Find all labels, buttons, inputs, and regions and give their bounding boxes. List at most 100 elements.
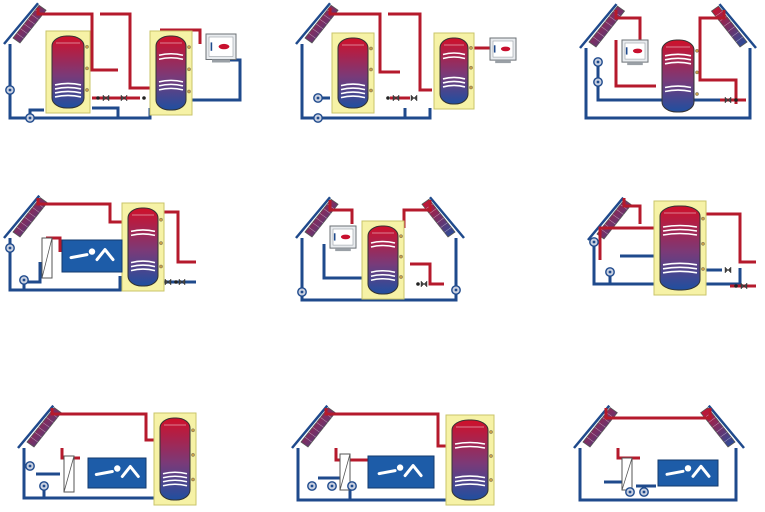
roof-line: [573, 404, 611, 449]
collector-hatch: [605, 21, 613, 27]
sensor-dot: [469, 85, 473, 90]
boiler: [329, 225, 357, 252]
storage-tank-with-frame: [45, 30, 91, 114]
pump-icon: [605, 267, 615, 277]
heat-coil: [662, 228, 698, 232]
hot-pipe: [410, 262, 444, 286]
sensor-dot: [191, 453, 195, 457]
junction-dot: [386, 96, 390, 100]
diagram-pool-and-tank-2: [17, 404, 197, 506]
swimming-pool: [61, 239, 123, 273]
storage-tank-with-frame: [653, 200, 707, 296]
collector-hatch: [24, 23, 32, 30]
collector-hatch: [600, 228, 609, 235]
tank-body: [159, 417, 191, 501]
collector-hatch: [42, 422, 50, 428]
heat-coil: [130, 264, 156, 268]
roof-line: [3, 194, 41, 239]
heat-coil: [340, 91, 366, 95]
valve-icon: [410, 94, 418, 102]
diagram-two-tanks-boiler: [3, 2, 242, 123]
diagram-pool-wide-tank: [291, 404, 495, 506]
swimmer-body: [69, 253, 89, 260]
pump-icon: [39, 481, 49, 491]
heat-exchanger: [339, 453, 351, 491]
pump-icon: [327, 481, 337, 491]
heat-coil: [158, 56, 184, 61]
heat-coil: [662, 232, 698, 236]
solar-collector-left: [291, 404, 336, 449]
heat-coil: [442, 84, 466, 88]
roof-line: [579, 3, 618, 49]
solar-collector-left: [3, 2, 47, 45]
collector-hatch: [308, 431, 316, 438]
pump-icon: [297, 287, 307, 297]
diagram-tank-two-pumps: [587, 196, 756, 296]
valve-body: [102, 94, 110, 102]
heat-coil: [662, 266, 698, 270]
collector-hatch: [436, 217, 444, 224]
hot-pipe: [324, 408, 448, 448]
hot-pipe: [100, 12, 150, 90]
swimmer-body: [665, 469, 685, 476]
pool-basin: [61, 239, 123, 273]
pump-icon: [593, 57, 603, 67]
roof-line: [295, 2, 331, 45]
sensor-dot: [369, 46, 373, 51]
pump-core: [300, 290, 304, 294]
heat-coil: [130, 233, 156, 237]
heat-coil: [370, 240, 396, 244]
pump-core: [330, 484, 334, 488]
heat-coil: [442, 52, 466, 56]
exchanger-diagonal: [63, 455, 75, 493]
pump-core: [42, 484, 46, 488]
hot-pipe: [160, 210, 196, 264]
heat-coil: [54, 82, 82, 86]
collector-panel: [12, 4, 47, 44]
junction-dot: [96, 96, 100, 100]
swimmer-arm: [120, 465, 140, 478]
pool-basin: [367, 455, 435, 489]
solar-collector-right: [710, 3, 757, 49]
collector-hatch: [28, 212, 36, 218]
pump-core: [316, 116, 320, 120]
valve-icon: [724, 96, 732, 104]
storage-tank-with-frame: [361, 220, 405, 300]
boiler-base: [212, 59, 230, 63]
pump-core: [350, 484, 354, 488]
swimmer-arm: [95, 248, 115, 262]
hot-pipe: [698, 10, 738, 104]
collector-hatch: [590, 431, 598, 438]
heat-coil: [442, 56, 466, 60]
cold-pipe: [300, 238, 458, 302]
heat-coil: [662, 270, 698, 274]
hot-pipe: [36, 198, 126, 224]
junction-dot: [142, 96, 146, 100]
heat-coil: [454, 479, 486, 483]
hot-pipe: [616, 448, 640, 460]
sensor-dot: [159, 217, 163, 222]
heat-exchanger: [41, 237, 53, 279]
tank-body: [127, 207, 159, 287]
swimmer-body: [94, 470, 114, 476]
heat-coil: [664, 85, 692, 89]
hot-pipe: [598, 226, 654, 260]
cold-pipe: [578, 448, 738, 502]
sensor-dot: [85, 45, 89, 49]
sensor-dot: [191, 477, 195, 482]
sensor-dot: [159, 241, 163, 245]
valve-body: [120, 94, 128, 102]
heat-coil: [370, 277, 396, 282]
collector-panel: [700, 407, 736, 448]
hot-pipe: [614, 40, 656, 88]
collector-hatch: [727, 26, 735, 32]
collector-hatch: [323, 14, 331, 20]
junction-dot: [416, 282, 420, 286]
pump-icon: [25, 113, 35, 123]
pump-icon: [5, 85, 15, 95]
junction-dot: [734, 98, 738, 102]
heat-coil: [54, 90, 82, 94]
valve-icon: [392, 94, 400, 102]
swimmer-head: [88, 248, 96, 255]
